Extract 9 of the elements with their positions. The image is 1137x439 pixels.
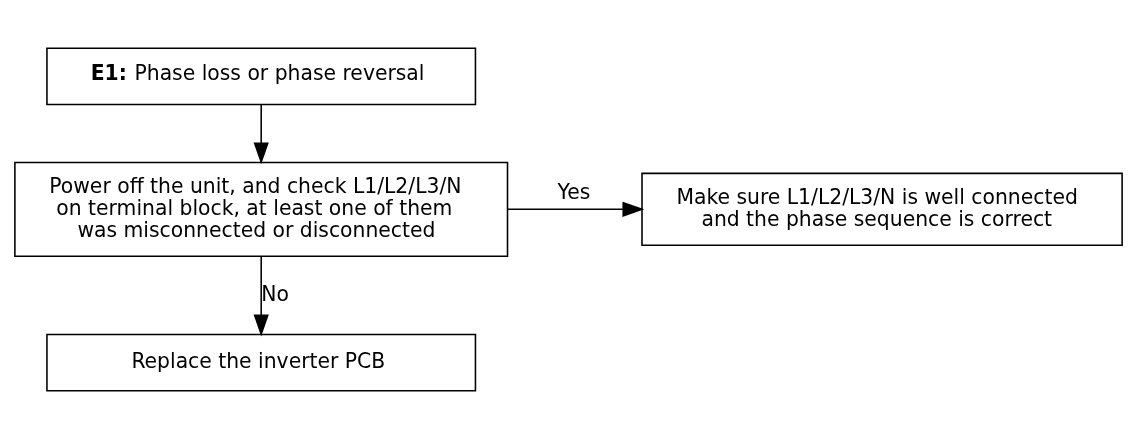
arrow [253, 104, 269, 165]
arrow [507, 201, 645, 217]
node-box: Replace the inverter PCB [46, 333, 477, 392]
arrow [253, 255, 269, 337]
node-box: E1: Phase loss or phase reversal [46, 47, 477, 106]
edge-label: Yes [557, 180, 591, 205]
node-box: Make sure L1/L2/L3/N is well connected and the phase sequence is correct [641, 172, 1123, 247]
edge-label: No [261, 281, 289, 306]
node-box: Power off the unit, and check L1/L2/L3/N on terminal block, at least one of them was misconnected or disconnected [14, 161, 509, 258]
